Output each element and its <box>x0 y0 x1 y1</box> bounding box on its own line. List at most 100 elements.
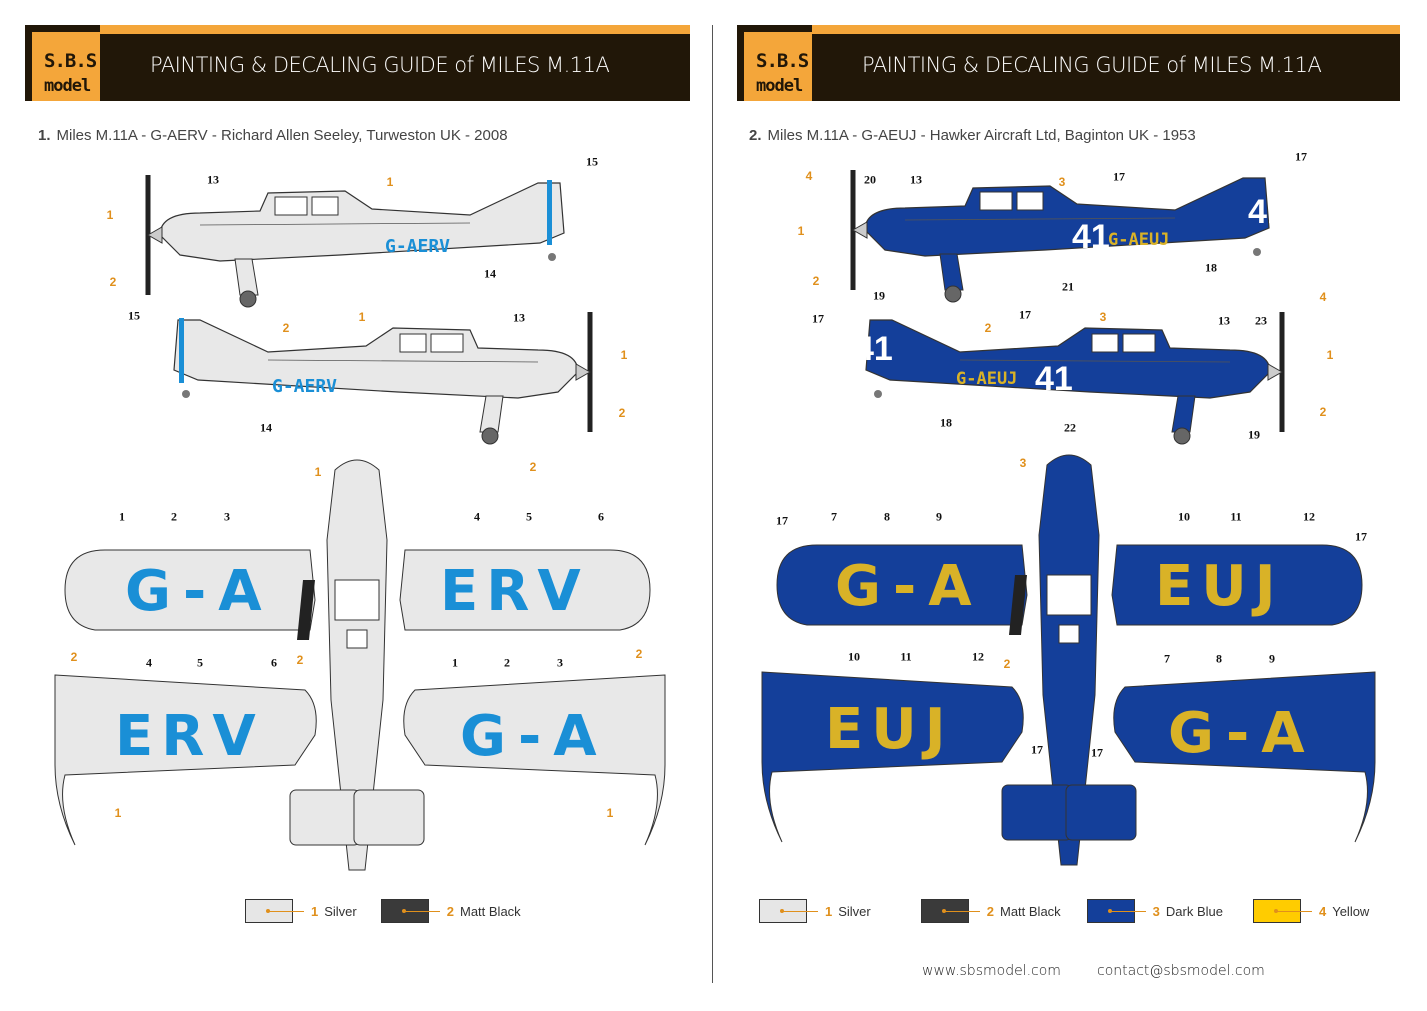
page1-callout: 13 <box>207 172 219 187</box>
page1-callout: 3 <box>557 655 563 670</box>
registration-side-1b: G-AERV <box>272 376 337 397</box>
page2-callout: 13 <box>1218 313 1230 328</box>
page2-callout: 18 <box>1205 260 1217 275</box>
wing-reg-right-2: EUJ <box>1155 554 1284 619</box>
page2-callout: 10 <box>1178 509 1190 524</box>
page2-callout: 7 <box>1164 651 1170 666</box>
page2-callout: 12 <box>972 649 984 664</box>
under-reg-1b: G-A <box>460 704 609 769</box>
page2-callout: 3 <box>1058 175 1066 189</box>
page2-callout: 2 <box>1003 657 1011 671</box>
page2-callout: 17 <box>776 513 788 528</box>
under-reg-2b: G-A <box>1168 701 1317 766</box>
page2-callout: 11 <box>1230 509 1242 524</box>
page2-callout: 9 <box>936 509 942 524</box>
swatch-matt-black <box>920 899 980 923</box>
page2-callout: 10 <box>848 649 860 664</box>
scheme-title-1: 1.Miles M.11A - G-AERV - Richard Allen S… <box>38 127 508 144</box>
page1-callout: 1 <box>358 310 366 324</box>
page1-callout: 1 <box>114 806 122 820</box>
page1-callout: 2 <box>529 460 537 474</box>
page1-callout: 2 <box>504 655 510 670</box>
page1-callout: 2 <box>296 653 304 667</box>
page2-callout: 17 <box>1113 169 1125 184</box>
swatch-silver <box>759 899 818 923</box>
swatch-dark-blue <box>1086 899 1146 923</box>
race-number-fin-2b: 41 <box>855 330 893 368</box>
page1-callout: 2 <box>70 650 78 664</box>
page1-callout: 1 <box>119 509 125 524</box>
under-reg-1a: ERV <box>115 704 264 769</box>
page2-callout: 3 <box>1019 456 1027 470</box>
page1-callout: 2 <box>282 321 290 335</box>
page2-callout: 12 <box>1303 509 1315 524</box>
page2-callout: 17 <box>1019 307 1031 322</box>
page2-callout: 1 <box>797 224 805 238</box>
registration-side-2b: G-AEUJ <box>956 369 1017 389</box>
page2-callout: 19 <box>873 288 885 303</box>
page2-callout: 1 <box>1326 348 1334 362</box>
page1-callout: 6 <box>271 655 277 670</box>
page1-callout: 1 <box>620 348 628 362</box>
page1-callout: 1 <box>314 465 322 479</box>
page2-callout: 17 <box>1091 745 1103 760</box>
page1-callout: 5 <box>526 509 532 524</box>
page1-callout: 15 <box>586 154 598 169</box>
page2-callout: 11 <box>900 649 912 664</box>
page2-callout: 18 <box>940 415 952 430</box>
email-link[interactable]: contact@sbsmodel.com <box>1097 963 1265 979</box>
page1-callout: 3 <box>224 509 230 524</box>
registration-side-2: G-AEUJ <box>1108 230 1169 250</box>
wing-reg-left-1: G-A <box>125 559 274 624</box>
page2-callout: 2 <box>984 321 992 335</box>
swatch-matt-black <box>380 899 440 923</box>
page2-callout: 13 <box>910 172 922 187</box>
page2-callout: 22 <box>1064 420 1076 435</box>
page2-callout: 8 <box>884 509 890 524</box>
page1-callout: 4 <box>474 509 480 524</box>
page2-callout: 19 <box>1248 427 1260 442</box>
page1-callout: 1 <box>452 655 458 670</box>
page2-callout: 17 <box>1295 149 1307 164</box>
page1-callout: 1 <box>606 806 614 820</box>
page2-callout: 9 <box>1269 651 1275 666</box>
page1-callout: 14 <box>260 420 272 435</box>
page2-callout: 21 <box>1062 279 1074 294</box>
page-divider <box>712 25 713 983</box>
header-title: PAINTING & DECALING GUIDE of MILES M.11A <box>150 53 610 77</box>
website-link[interactable]: www.sbsmodel.com <box>922 963 1061 979</box>
page2-callout: 17 <box>1031 742 1043 757</box>
page2-callout: 17 <box>812 311 824 326</box>
page2-callout: 20 <box>864 172 876 187</box>
page1-callout: 2 <box>171 509 177 524</box>
page1-callout: 1 <box>386 175 394 189</box>
swatch-yellow <box>1252 899 1312 923</box>
page1-callout: 14 <box>484 266 496 281</box>
page1-callout: 5 <box>197 655 203 670</box>
page1-callout: 2 <box>635 647 643 661</box>
race-number-fin-2: 41 <box>1248 193 1286 231</box>
page2-callout: 2 <box>1319 405 1327 419</box>
registration-side-1: G-AERV <box>385 236 450 257</box>
wing-reg-right-1: ERV <box>440 559 589 624</box>
page2-callout: 23 <box>1255 313 1267 328</box>
wing-reg-left-2: G-A <box>835 554 984 619</box>
page2-callout: 2 <box>812 274 820 288</box>
page2-callout: 17 <box>1355 529 1367 544</box>
under-reg-2a: EUJ <box>825 697 954 762</box>
page2-callout: 4 <box>1319 290 1327 304</box>
page1-callout: 4 <box>146 655 152 670</box>
race-number-side-2b: 41 <box>1035 360 1073 398</box>
page2-callout: 8 <box>1216 651 1222 666</box>
scheme-title-2: 2.Miles M.11A - G-AEUJ - Hawker Aircraft… <box>749 127 1196 144</box>
race-number-side-2: 41 <box>1072 218 1110 256</box>
